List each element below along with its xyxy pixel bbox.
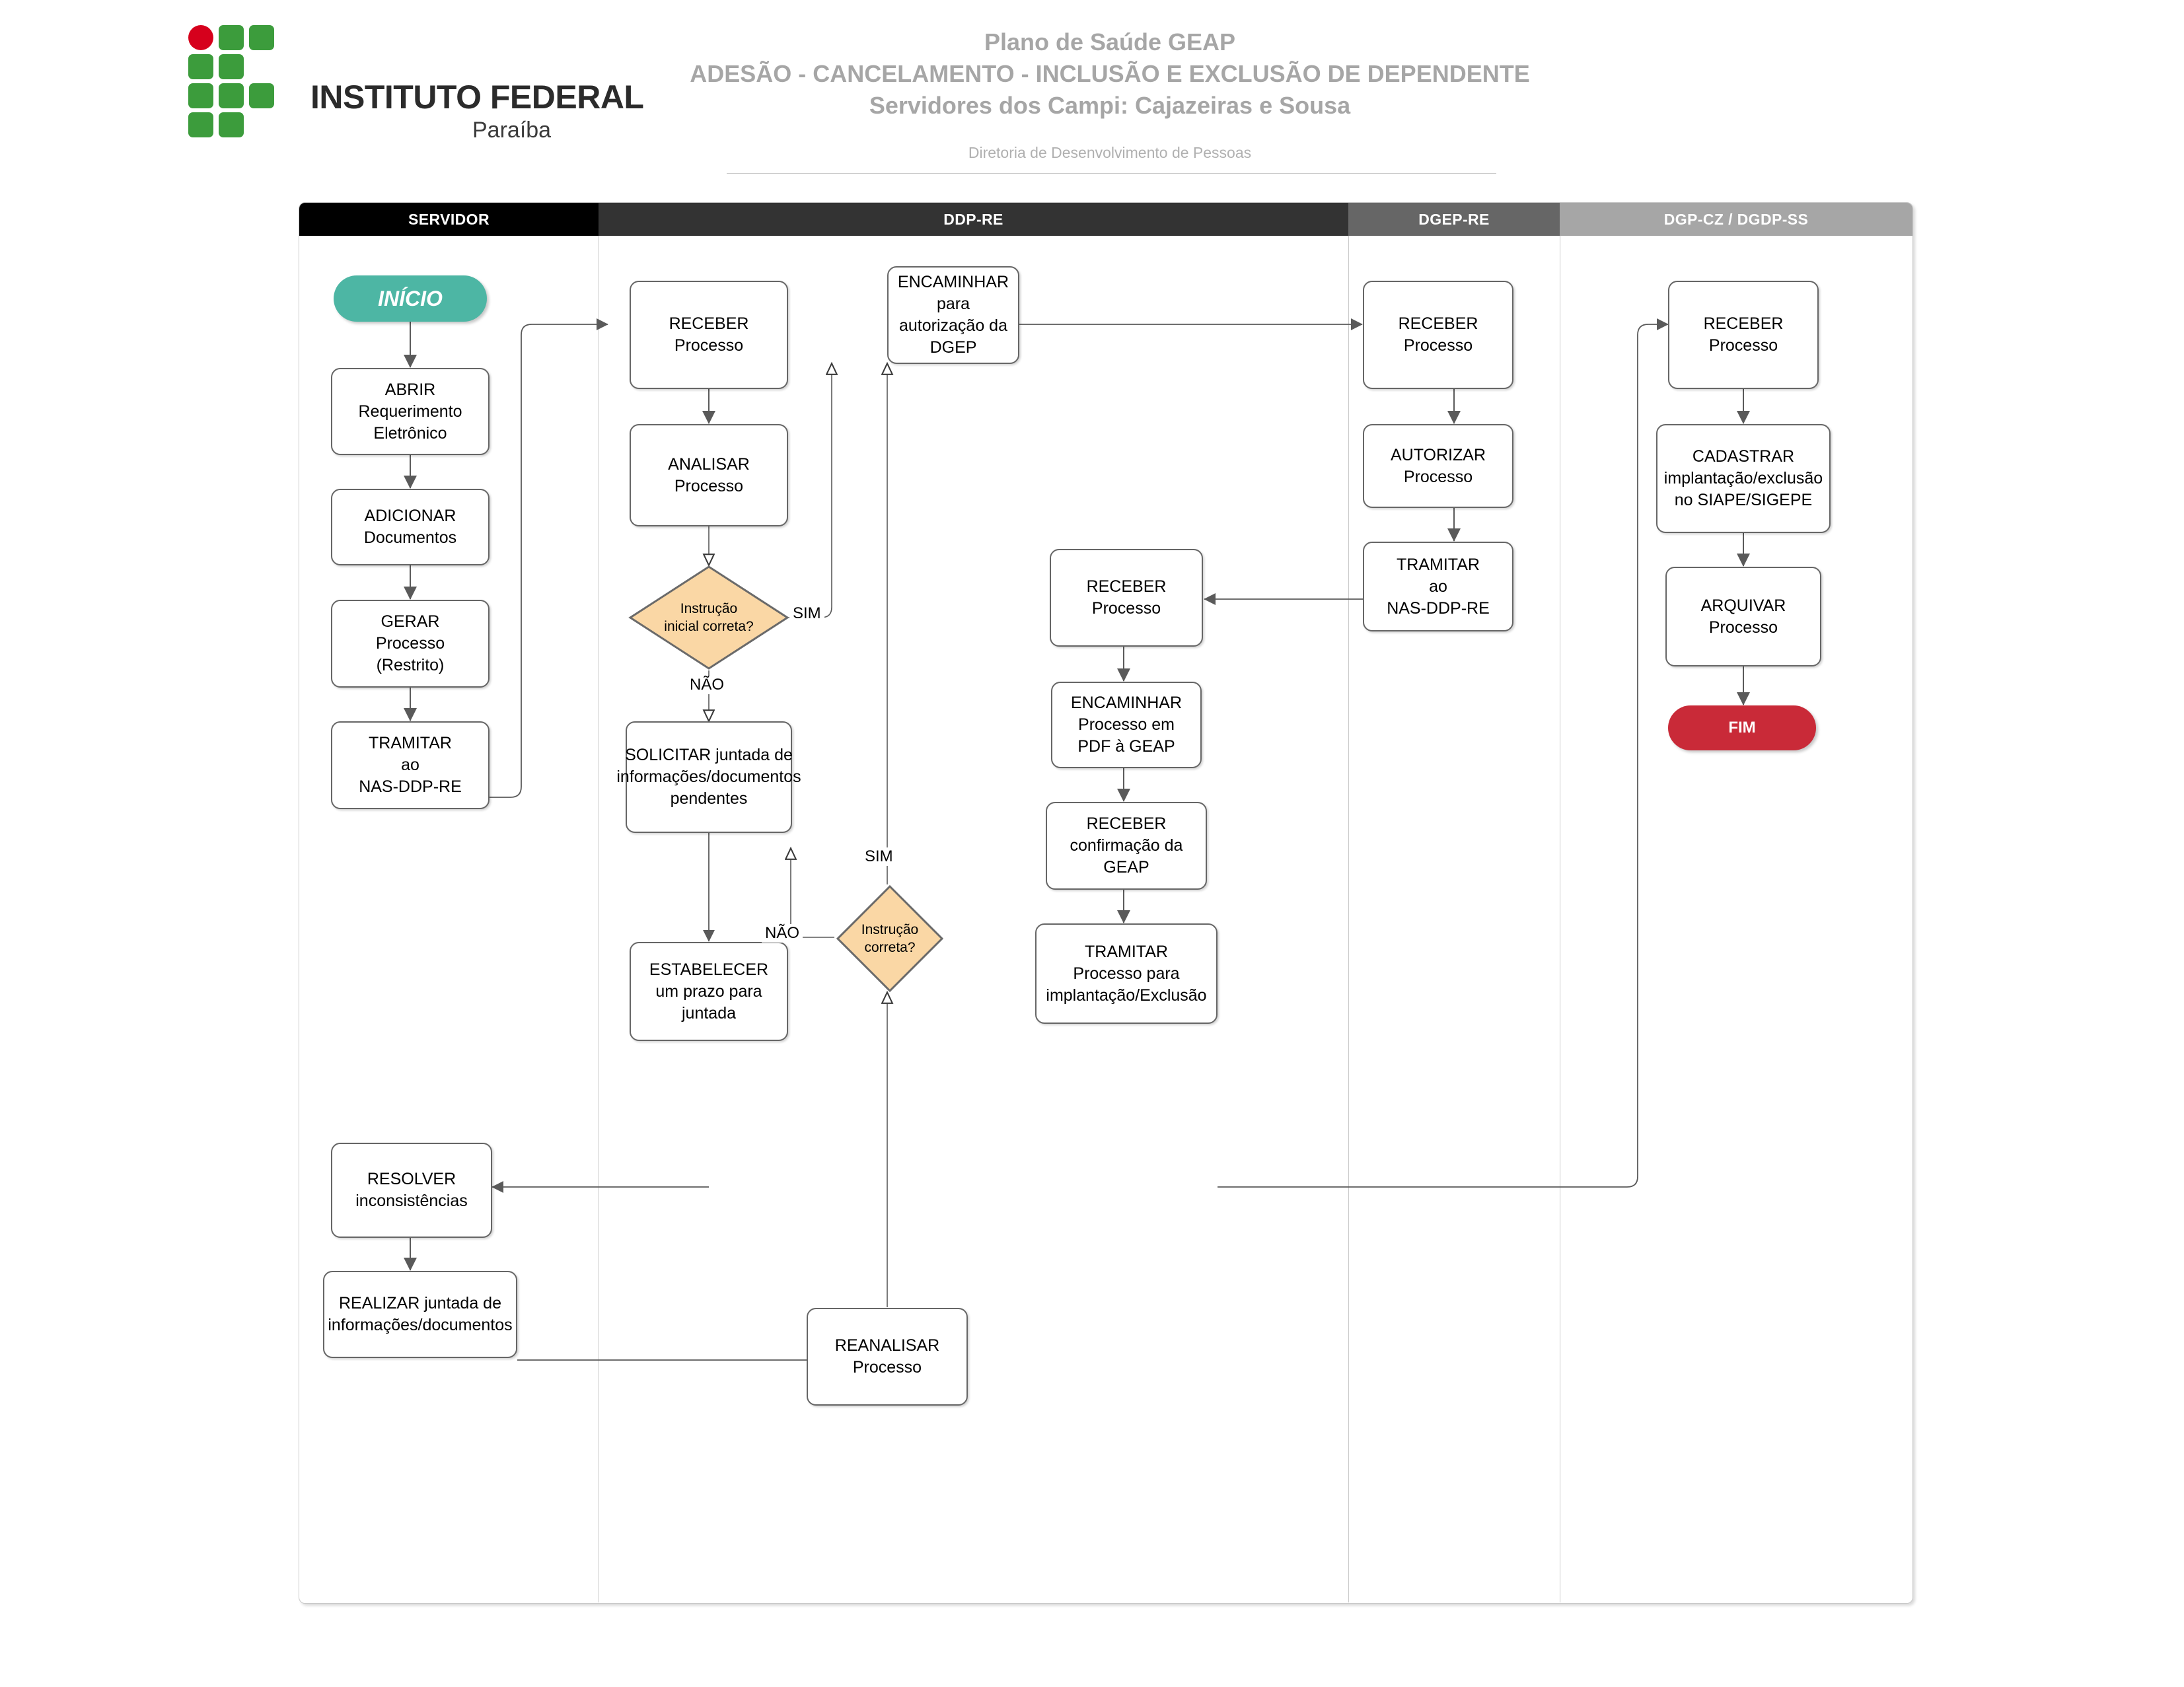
edge-label-d1-sim: SIM xyxy=(789,604,824,623)
title-divider xyxy=(727,173,1496,174)
decision-2-line-2: correta? xyxy=(864,940,916,955)
decision-2-text: Instrução correta? xyxy=(836,884,944,993)
edge-label-d2-nao: NÃO xyxy=(762,924,803,943)
logo-square xyxy=(188,112,213,137)
decision-instrucao-correta[interactable]: Instrução correta? xyxy=(836,884,944,993)
decision-1-text: Instrução inicial correta? xyxy=(628,565,789,670)
edge-label-d2-sim: SIM xyxy=(861,847,896,866)
decision-2-line-1: Instrução xyxy=(861,922,919,937)
logo-square xyxy=(249,25,274,50)
diagram-title: Plano de Saúde GEAP ADESÃO - CANCELAMENT… xyxy=(595,26,1625,122)
logo-dot-red xyxy=(188,25,213,50)
lane-label-dgp-cz: DGP-CZ / DGDP-SS xyxy=(1663,210,1809,228)
node-inicio[interactable]: INÍCIO xyxy=(334,275,487,322)
connector-layer xyxy=(404,318,1750,1366)
title-line-3: Servidores dos Campi: Cajazeiras e Sousa xyxy=(869,92,1351,119)
logo-square xyxy=(188,54,213,79)
diagram-subtitle: Diretoria de Desenvolvimento de Pessoas xyxy=(968,144,1252,161)
edge-label-d1-nao: NÃO xyxy=(686,676,728,694)
lane-divider-2 xyxy=(1348,236,1349,1602)
page-header: INSTITUTO FEDERAL Paraíba Plano de Saúde… xyxy=(0,0,2184,185)
node-fim-label: FIM xyxy=(1728,719,1756,736)
decision-shape-1 xyxy=(628,565,789,670)
lane-label-dgep-re: DGEP-RE xyxy=(1418,210,1490,228)
logo-text-state: Paraíba xyxy=(472,118,552,143)
decision-instrucao-inicial-correta[interactable]: Instrução inicial correta? xyxy=(628,565,789,670)
logo-square xyxy=(219,54,244,79)
node-inicio-label: INÍCIO xyxy=(378,286,443,310)
logo-square xyxy=(188,83,213,108)
decision-1-line-2: inicial correta? xyxy=(664,619,754,634)
lane-label-servidor: SERVIDOR xyxy=(408,210,490,228)
lane-label-ddp-re: DDP-RE xyxy=(943,210,1003,228)
node-fim[interactable]: FIM xyxy=(1668,705,1816,750)
logo-square xyxy=(219,25,244,50)
title-line-2: ADESÃO - CANCELAMENTO - INCLUSÃO E EXCLU… xyxy=(690,60,1530,87)
logo-square xyxy=(219,112,244,137)
ifpb-logo: INSTITUTO FEDERAL Paraíba xyxy=(188,25,644,144)
lane-header-dgep-re: DGEP-RE xyxy=(1348,203,1560,236)
lane-header-dgp-cz: DGP-CZ / DGDP-SS xyxy=(1560,203,1912,236)
decision-shape-2 xyxy=(836,884,944,993)
logo-text-institute: INSTITUTO FEDERAL xyxy=(310,79,644,116)
logo-square xyxy=(249,83,274,108)
lane-header-servidor: SERVIDOR xyxy=(299,203,599,236)
title-line-1: Plano de Saúde GEAP xyxy=(984,28,1236,55)
swimlane-pool: SERVIDOR DDP-RE DGEP-RE DGP-CZ / DGDP-SS xyxy=(299,202,1913,1604)
decision-1-line-1: Instrução xyxy=(680,601,738,616)
lane-header-ddp-re: DDP-RE xyxy=(599,203,1348,236)
logo-square xyxy=(219,83,244,108)
ifpb-logo-mark xyxy=(188,25,301,141)
